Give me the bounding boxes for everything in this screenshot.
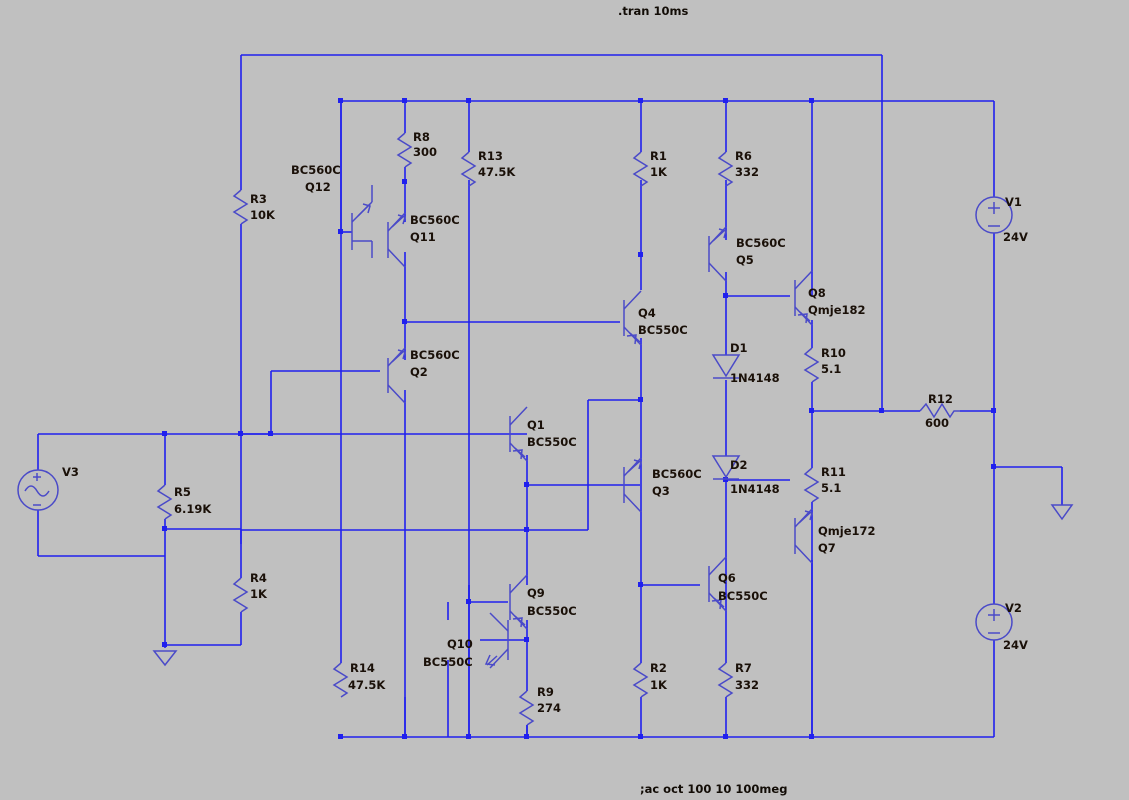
resistor-r8-value: 300 (413, 145, 438, 159)
resistor-r13-label: R13 (478, 149, 503, 163)
transistor-q5-id: Q5 (736, 253, 754, 267)
wire-net-q5-d1 (725, 180, 790, 585)
resistor-r1-value: 1K (650, 165, 667, 179)
source-v1-label: V1 (1005, 195, 1022, 209)
resistor-r9-label: R9 (537, 685, 554, 699)
wire-net-input-base (37, 370, 527, 648)
transistor-q10-id: Q10 (447, 637, 473, 651)
ground-output-icon (1050, 504, 1074, 521)
resistor-r4-value: 1K (250, 587, 267, 601)
transistor-q12-symbol (351, 185, 373, 258)
resistor-r6-label: R6 (735, 149, 752, 163)
transistor-q6-symbol (708, 556, 727, 612)
resistor-symbols (156, 132, 960, 726)
resistor-r6-value: 332 (735, 165, 760, 179)
source-v2-label: V2 (1005, 601, 1022, 615)
resistor-r11-value: 5.1 (821, 481, 842, 495)
transistor-q7-model: Qmje172 (818, 524, 876, 538)
wire-net-q9-q10-r9 (447, 180, 528, 737)
transistor-q6-model: BC550C (718, 589, 768, 603)
transistor-q12-id: Q12 (305, 180, 331, 194)
resistor-r14-value: 47.5K (348, 678, 386, 692)
resistor-r12-label: R12 (928, 392, 953, 406)
resistor-r5-label: R5 (174, 485, 191, 499)
resistor-r2-label: R2 (650, 661, 667, 675)
transistor-q9-model: BC550C (527, 604, 577, 618)
diode-d1-value: 1N4148 (730, 371, 780, 385)
transistor-q2-id: Q2 (410, 365, 428, 379)
resistor-r10-value: 5.1 (821, 362, 842, 376)
ground-input-icon (152, 650, 178, 667)
diode-d1-label: D1 (730, 341, 748, 355)
transistor-q4-id: Q4 (638, 306, 656, 320)
wire-net-output-right (993, 233, 1063, 604)
tran-directive[interactable]: .tran 10ms (618, 4, 689, 18)
source-symbols (17, 196, 1013, 641)
transistor-q8-id: Q8 (808, 286, 826, 300)
source-v3-label: V3 (62, 465, 79, 479)
transistor-q1-symbol (509, 406, 528, 462)
resistor-r3-label: R3 (250, 192, 267, 206)
wire-net-q6-q7 (640, 560, 813, 737)
ground-symbols (152, 504, 1074, 667)
diode-symbols (711, 354, 741, 480)
transistor-q10-model: BC550C (423, 655, 473, 669)
wire-net-feedback-top (240, 54, 883, 411)
resistor-r14-label: R14 (350, 661, 375, 675)
voltage-source-v2-symbol (975, 603, 1013, 641)
resistor-r10-label: R10 (821, 346, 846, 360)
resistor-r8-label: R8 (413, 130, 430, 144)
ac-directive[interactable]: ;ac oct 100 10 100meg (640, 782, 788, 796)
diode-d2-value: 1N4148 (730, 482, 780, 496)
source-v2-value: 24V (1003, 638, 1028, 652)
transistor-q7-symbol (794, 508, 813, 564)
transistor-q6-id: Q6 (718, 571, 736, 585)
transistor-q1-id: Q1 (527, 418, 545, 432)
resistor-r9-value: 274 (537, 701, 562, 715)
transistor-q4-symbol (623, 290, 642, 346)
resistor-r11-label: R11 (821, 465, 846, 479)
transistor-q5-symbol (708, 226, 727, 282)
transistor-q8-symbol (794, 270, 813, 326)
transistor-q7-id: Q7 (818, 541, 836, 555)
transistor-symbols (351, 185, 813, 669)
transistor-q9-symbol (509, 574, 528, 630)
source-v1-value: 24V (1003, 230, 1028, 244)
transistor-q3-id: Q3 (652, 484, 670, 498)
wire-net-negative-rail (341, 560, 995, 738)
resistor-r4-label: R4 (250, 571, 267, 585)
resistor-r1-label: R1 (650, 149, 667, 163)
transistor-q11-id: Q11 (410, 230, 436, 244)
voltage-source-v1-symbol (975, 196, 1013, 234)
resistor-r12-value: 600 (925, 416, 950, 430)
transistor-q2-model: BC560C (410, 348, 460, 362)
transistor-q11-model: BC560C (410, 213, 460, 227)
transistor-q9-id: Q9 (527, 586, 545, 600)
transistor-q3-symbol (623, 457, 642, 513)
resistor-r7-value: 332 (735, 678, 760, 692)
wire-net-positive-rail (340, 100, 995, 663)
diode-d2-label: D2 (730, 458, 748, 472)
resistor-r5-value: 6.19K (174, 502, 212, 516)
transistor-q8-model: Qmje182 (808, 303, 866, 317)
transistor-q5-model: BC560C (736, 236, 786, 250)
resistor-r2-value: 1K (650, 678, 667, 692)
transistor-q4-model: BC550C (638, 323, 688, 337)
wire-net-q8-emitter-output (726, 276, 994, 560)
junction-dots (162, 98, 996, 739)
transistor-q3-model: BC560C (652, 467, 702, 481)
resistor-r13-value: 47.5K (478, 165, 516, 179)
wire-net-q11-q2 (404, 252, 620, 737)
transistor-q11-symbol (387, 212, 406, 268)
resistor-r3-value: 10K (250, 208, 275, 222)
resistor-r7-label: R7 (735, 661, 752, 675)
transistor-q1-model: BC550C (527, 435, 577, 449)
voltage-source-v3-symbol (17, 469, 59, 511)
wire-net-q1-emitter (241, 399, 641, 570)
transistor-q12-model: BC560C (291, 163, 341, 177)
transistor-q10-symbol (484, 612, 509, 669)
wire-net-r3-r8-q12 (240, 101, 406, 434)
transistor-q2-symbol (387, 347, 406, 404)
